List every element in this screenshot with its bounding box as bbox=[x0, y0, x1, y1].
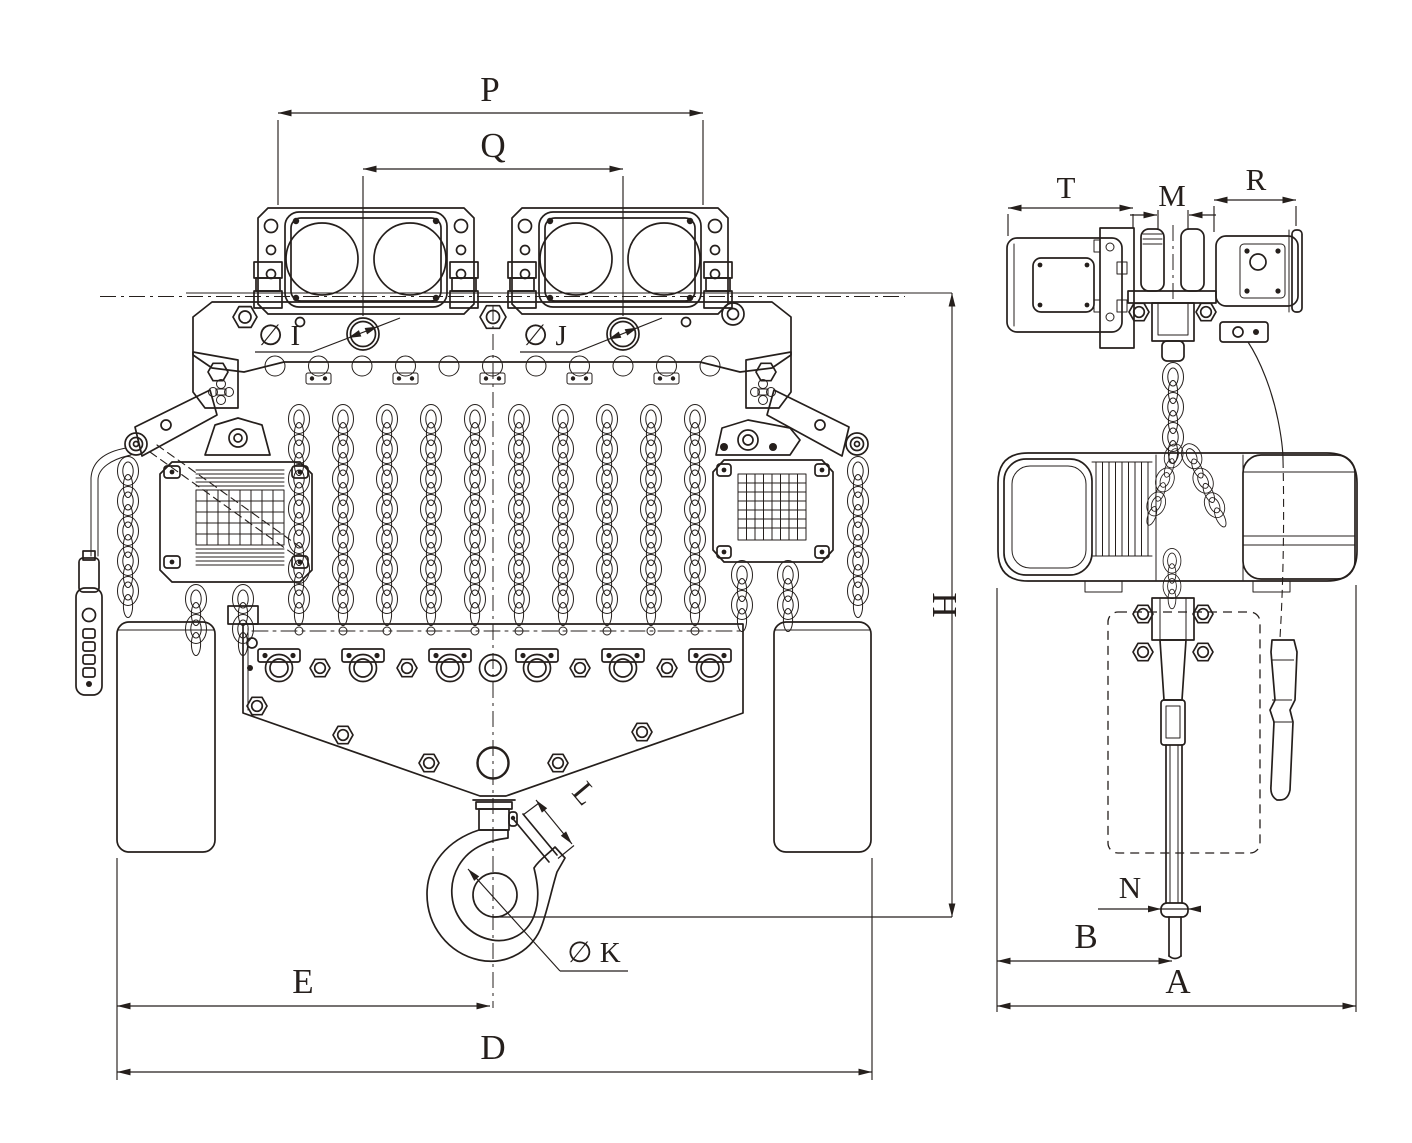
label-phi-I: ∅ I bbox=[258, 320, 300, 352]
side-trolley bbox=[1006, 227, 1303, 464]
hook-section-circle bbox=[472, 872, 518, 918]
dimension-phi-K: ∅ K bbox=[467, 868, 628, 972]
side-chain-container bbox=[1107, 611, 1261, 854]
side-hoist-body bbox=[997, 440, 1358, 608]
side-chains bbox=[1140, 440, 1233, 608]
side-hook-block bbox=[1132, 597, 1214, 960]
label-phi-J: ∅ J bbox=[523, 320, 567, 352]
label-T: T bbox=[1057, 170, 1076, 205]
side-view: T M R N B A bbox=[996, 162, 1358, 1012]
label-E: E bbox=[292, 962, 313, 1001]
hook-assembly bbox=[426, 799, 566, 962]
hand-chain-left bbox=[118, 457, 139, 618]
side-cover bbox=[1242, 454, 1356, 580]
dimension-E: E bbox=[116, 858, 490, 1080]
pendant-button bbox=[82, 654, 96, 665]
dimension-R: R bbox=[1213, 162, 1297, 232]
hook-body bbox=[426, 829, 566, 962]
fan-grid bbox=[737, 473, 807, 541]
label-M: M bbox=[1158, 178, 1186, 213]
cable-bracket bbox=[1219, 321, 1269, 343]
dimension-phi-J: ∅ J bbox=[520, 317, 663, 353]
trolley-right bbox=[507, 207, 733, 315]
side-pendant-cable bbox=[1247, 341, 1298, 801]
label-P: P bbox=[480, 70, 499, 109]
chain-guide-holes bbox=[264, 355, 721, 385]
dimension-phi-I: ∅ I bbox=[255, 317, 401, 353]
trolley-gearbox bbox=[1215, 235, 1299, 307]
label-Q: Q bbox=[480, 126, 505, 165]
label-N: N bbox=[1119, 870, 1141, 905]
dimension-M: M bbox=[1130, 178, 1216, 230]
trolley-left bbox=[253, 207, 479, 315]
pendant-button bbox=[82, 667, 96, 678]
plate-ring-right bbox=[721, 302, 745, 326]
bolt-cluster-right bbox=[750, 379, 776, 405]
trolley-wheel-edge bbox=[1180, 228, 1205, 292]
hook-shank-cap bbox=[1160, 902, 1189, 918]
suspension-pin-ring-I bbox=[346, 317, 380, 351]
dimension-D: D bbox=[117, 858, 873, 1080]
hoist-unit-right bbox=[712, 419, 834, 632]
label-D: D bbox=[480, 1028, 505, 1067]
safety-latch bbox=[513, 819, 550, 863]
dimension-H: H bbox=[925, 293, 964, 917]
side-pendant bbox=[1269, 639, 1298, 801]
hand-chain-right bbox=[848, 457, 869, 618]
label-H: H bbox=[925, 592, 964, 617]
plate-wing-right bbox=[745, 351, 792, 409]
plate-hex-bolt-left bbox=[232, 305, 258, 329]
trolley-wheel-edge bbox=[1140, 228, 1165, 292]
front-view: P Q ∅ I ∅ J H L bbox=[75, 70, 964, 1080]
pendant-button bbox=[82, 628, 96, 639]
suspension-plate bbox=[192, 301, 792, 409]
chain-anchor-pins bbox=[294, 626, 700, 636]
hoist-unit-left bbox=[159, 417, 313, 656]
motor-fins bbox=[1091, 461, 1153, 557]
dimension-P: P bbox=[277, 70, 704, 205]
pendant-button bbox=[81, 607, 97, 623]
plate-wing-left bbox=[192, 351, 239, 409]
plate-hex-bolt-center bbox=[479, 304, 507, 330]
dimension-B: B bbox=[996, 588, 1172, 1012]
suspension-arm-left bbox=[124, 389, 304, 557]
chain-container-left bbox=[116, 621, 216, 853]
label-A: A bbox=[1165, 962, 1191, 1001]
pendant-control bbox=[75, 447, 132, 696]
bottom-block bbox=[242, 623, 744, 797]
bolt-cluster-left bbox=[208, 379, 234, 405]
dimension-A: A bbox=[997, 585, 1357, 1012]
label-B: B bbox=[1074, 917, 1097, 956]
hook-suspension-ring bbox=[476, 746, 510, 780]
pendant-button bbox=[82, 641, 96, 652]
dimension-N: N bbox=[1098, 870, 1201, 913]
label-phi-K: ∅ K bbox=[567, 937, 621, 969]
trolley-side-plate bbox=[1099, 227, 1135, 349]
dimension-Q: Q bbox=[362, 126, 624, 316]
chain-container-right bbox=[773, 621, 872, 853]
suspension-pin-ring-J bbox=[606, 317, 640, 351]
dimension-T: T bbox=[1007, 170, 1134, 236]
label-R: R bbox=[1246, 162, 1267, 197]
label-L: L bbox=[566, 775, 605, 812]
trolley-motor bbox=[1006, 237, 1123, 333]
suspension-arm-right bbox=[766, 389, 869, 457]
